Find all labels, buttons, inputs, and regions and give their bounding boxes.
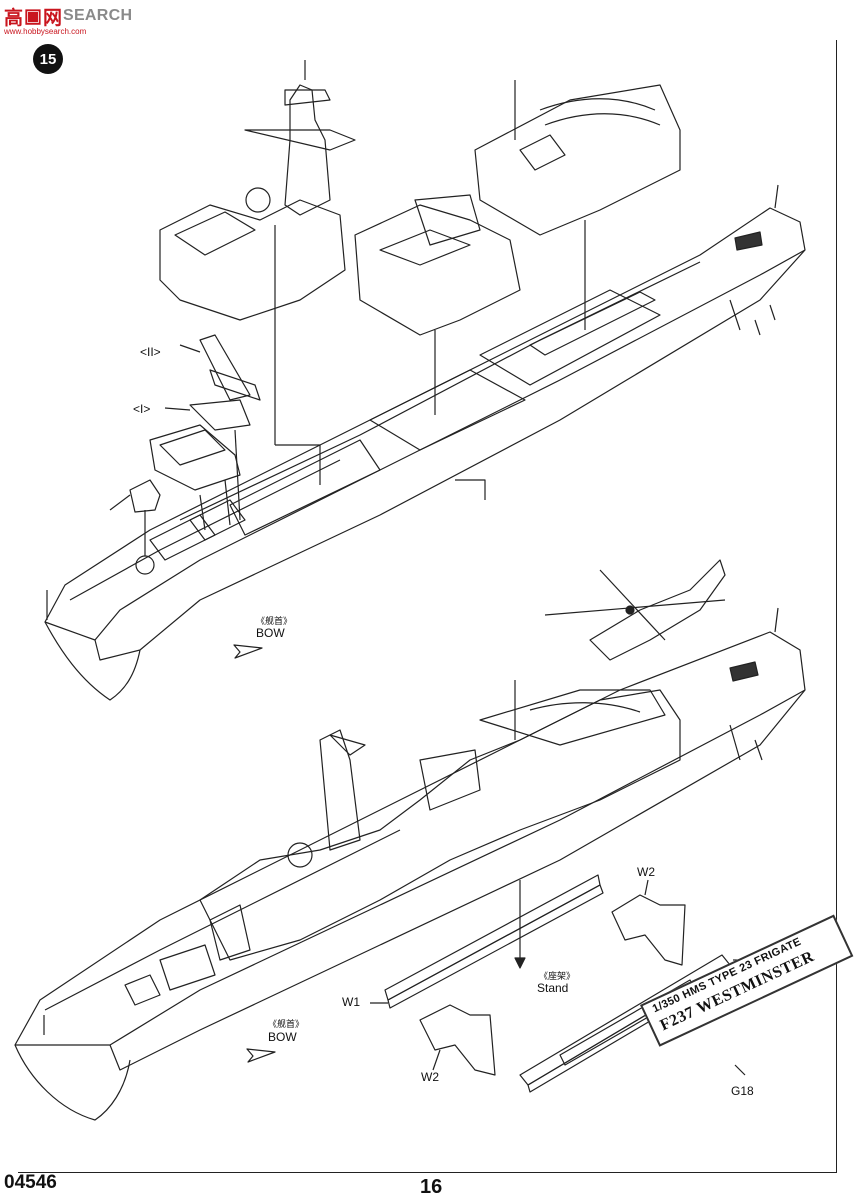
watermark-url: www.hobbysearch.com	[4, 27, 87, 36]
part-label-g18: G18	[731, 1084, 754, 1098]
gun-turret-top	[109, 479, 161, 575]
watermark-brand-en: SEARCH	[62, 7, 133, 24]
part-label-ii: <II>	[140, 345, 161, 359]
deck-openings-top	[149, 289, 661, 561]
launcher-parts-top	[149, 334, 261, 531]
bow-label-cn-bottom: 《舰首》	[268, 1019, 305, 1029]
page-frame	[18, 40, 837, 1173]
part-label-w2-bottom: W2	[421, 1070, 439, 1084]
stand-leader-line	[514, 880, 526, 969]
product-code: 04546	[4, 1172, 57, 1193]
watermark-mark-glyph: ▣	[24, 5, 42, 27]
watermark-mark-letters: 网	[42, 7, 62, 29]
page-number: 16	[420, 1176, 443, 1198]
stand-label-en: Stand	[537, 981, 569, 995]
watermark: 高 ▣ 网 SEARCH	[4, 4, 133, 29]
stand-w2-bottom	[419, 1004, 496, 1076]
aft-hangar-top	[474, 80, 681, 330]
part-label-w1-left: W1	[342, 995, 360, 1009]
bow-label-en-bottom: BOW	[268, 1030, 297, 1044]
part-label-w2-top: W2	[637, 865, 655, 879]
bow-arrow-top	[233, 644, 263, 659]
watermark-brand-cn: 高	[4, 7, 23, 29]
step-number-badge: 15	[33, 44, 63, 74]
part-label-i: <I>	[133, 402, 151, 416]
hull-exploded	[44, 184, 806, 701]
stand-w1-left	[370, 874, 604, 1009]
bow-label-en-top: BOW	[256, 626, 285, 640]
stand-w2-top	[611, 879, 686, 966]
g18-leader	[734, 1064, 746, 1076]
hull-assembled	[14, 607, 806, 1121]
bridge-superstructure-top	[159, 60, 356, 485]
stand-label-cn: 《座架》	[539, 971, 576, 981]
bow-label-cn-top: 《舰首》	[256, 616, 293, 626]
mid-superstructure-top	[354, 194, 521, 415]
bow-arrow-bottom	[246, 1048, 276, 1063]
superstructure-assembled	[124, 680, 681, 1006]
helicopter	[544, 559, 726, 661]
